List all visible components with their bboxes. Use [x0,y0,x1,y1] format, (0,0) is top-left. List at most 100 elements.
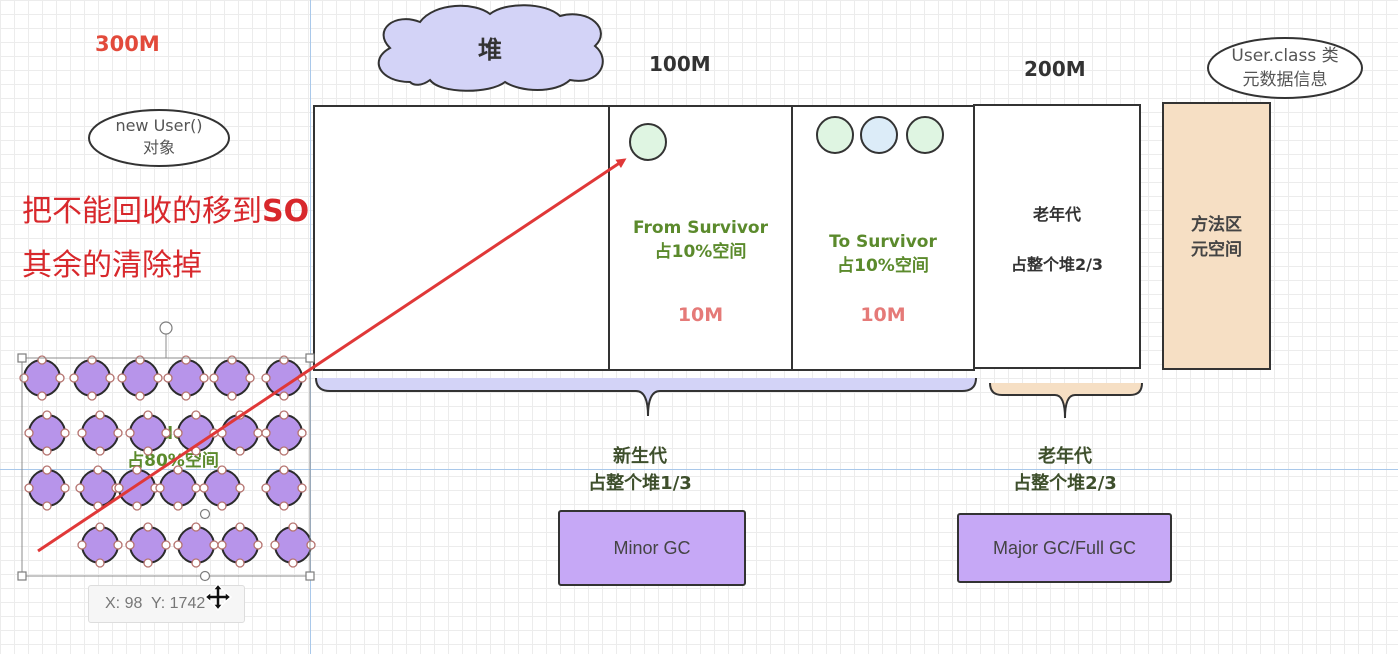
eden-object[interactable] [261,465,307,511]
object-connection-handle[interactable] [191,410,201,420]
object-connection-handle[interactable] [135,355,145,365]
to-survivor-object[interactable] [906,116,944,154]
object-connection-handle[interactable] [270,540,280,550]
connection-handle[interactable] [199,508,211,520]
eden-box[interactable] [313,105,610,371]
object-connection-handle[interactable] [95,558,105,568]
object-connection-handle[interactable] [288,522,298,532]
object-connection-handle[interactable] [143,410,153,420]
object-connection-handle[interactable] [19,373,29,383]
object-connection-handle[interactable] [173,540,183,550]
object-connection-handle[interactable] [69,373,79,383]
eden-object-circle[interactable] [81,414,119,452]
object-connection-handle[interactable] [55,373,65,383]
young-gen-brace[interactable] [315,377,977,417]
new-user-ellipse[interactable] [88,109,230,167]
method-area-box[interactable] [1162,102,1271,370]
eden-objects-group[interactable] [19,355,316,568]
resize-handle-top-right[interactable] [305,353,315,363]
object-connection-handle[interactable] [199,373,209,383]
object-connection-handle[interactable] [199,483,209,493]
object-connection-handle[interactable] [279,391,289,401]
eden-object[interactable] [117,355,163,401]
object-connection-handle[interactable] [253,540,263,550]
eden-object[interactable] [261,355,307,401]
object-connection-handle[interactable] [135,391,145,401]
old-gen-box[interactable] [973,104,1141,369]
eden-object[interactable] [125,410,171,456]
eden-object-circle[interactable] [121,359,159,397]
object-connection-handle[interactable] [235,522,245,532]
eden-object-circle[interactable] [265,414,303,452]
object-connection-handle[interactable] [42,465,52,475]
object-connection-handle[interactable] [161,540,171,550]
eden-object[interactable] [155,465,201,511]
object-connection-handle[interactable] [191,483,201,493]
object-connection-handle[interactable] [191,522,201,532]
eden-object[interactable] [209,355,255,401]
object-connection-handle[interactable] [209,540,219,550]
object-connection-handle[interactable] [132,501,142,511]
object-connection-handle[interactable] [114,483,124,493]
object-connection-handle[interactable] [217,465,227,475]
old-gen-brace[interactable] [989,382,1143,419]
object-connection-handle[interactable] [24,483,34,493]
object-connection-handle[interactable] [87,355,97,365]
object-connection-handle[interactable] [161,428,171,438]
eden-object[interactable] [270,522,316,568]
object-connection-handle[interactable] [209,373,219,383]
eden-object-circle[interactable] [213,359,251,397]
object-connection-handle[interactable] [245,373,255,383]
object-connection-handle[interactable] [279,465,289,475]
object-connection-handle[interactable] [297,428,307,438]
object-connection-handle[interactable] [95,522,105,532]
object-connection-handle[interactable] [87,391,97,401]
eden-object[interactable] [69,355,115,401]
object-connection-handle[interactable] [125,540,135,550]
rotate-handle-icon[interactable] [159,321,173,335]
object-connection-handle[interactable] [60,428,70,438]
eden-object-circle[interactable] [129,526,167,564]
to-survivor-object[interactable] [816,116,854,154]
eden-object[interactable] [75,465,121,511]
connection-handle[interactable] [199,570,211,582]
object-connection-handle[interactable] [117,373,127,383]
resize-handle-top-left[interactable] [17,353,27,363]
selection-frame[interactable] [17,321,315,582]
eden-object[interactable] [217,522,263,568]
object-connection-handle[interactable] [143,558,153,568]
eden-object-circle[interactable] [203,469,241,507]
object-connection-handle[interactable] [235,558,245,568]
eden-object[interactable] [19,355,65,401]
object-connection-handle[interactable] [153,373,163,383]
object-connection-handle[interactable] [279,446,289,456]
eden-object-circle[interactable] [81,526,119,564]
eden-object-circle[interactable] [265,469,303,507]
object-connection-handle[interactable] [125,428,135,438]
object-connection-handle[interactable] [24,428,34,438]
resize-handle-bottom-right[interactable] [305,571,315,581]
object-connection-handle[interactable] [42,410,52,420]
object-connection-handle[interactable] [173,501,183,511]
object-connection-handle[interactable] [143,522,153,532]
object-connection-handle[interactable] [173,465,183,475]
eden-object-circle[interactable] [221,526,259,564]
eden-object-circle[interactable] [28,414,66,452]
object-connection-handle[interactable] [217,501,227,511]
object-connection-handle[interactable] [306,540,316,550]
metadata-ellipse[interactable] [1207,37,1363,99]
object-connection-handle[interactable] [42,446,52,456]
eden-object-circle[interactable] [23,359,61,397]
eden-object[interactable] [114,465,160,511]
eden-object-circle[interactable] [221,414,259,452]
object-connection-handle[interactable] [37,355,47,365]
eden-object-circle[interactable] [79,469,117,507]
heap-cloud[interactable] [377,4,604,92]
resize-handle-bottom-left[interactable] [17,571,27,581]
object-connection-handle[interactable] [227,391,237,401]
eden-object[interactable] [125,522,171,568]
object-connection-handle[interactable] [297,483,307,493]
object-connection-handle[interactable] [227,355,237,365]
eden-object-circle[interactable] [73,359,111,397]
